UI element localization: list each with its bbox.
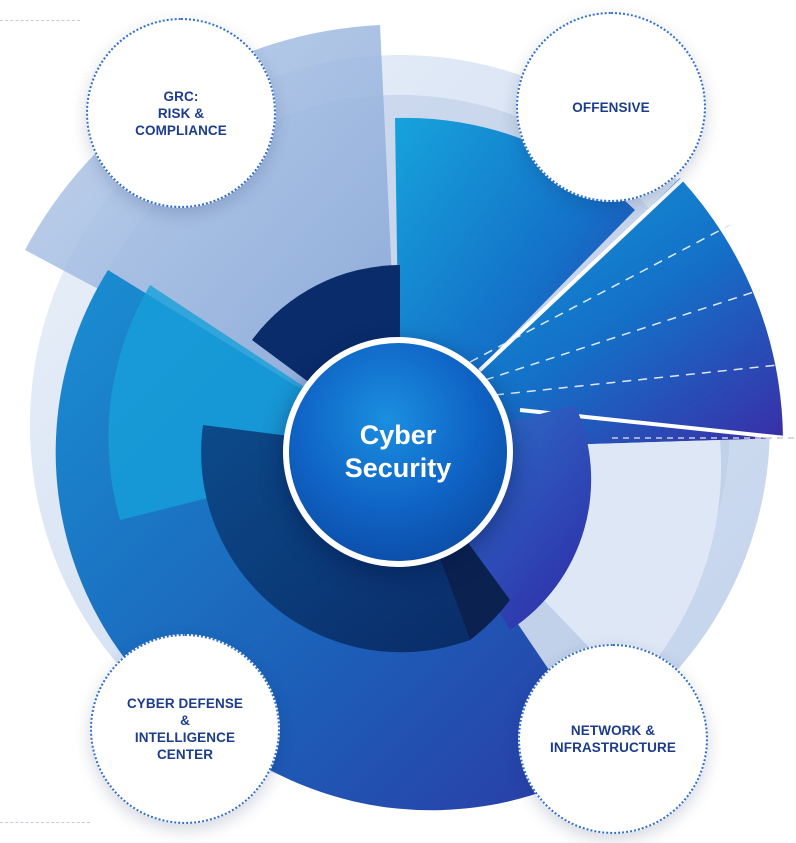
grc-badge: GRC: RISK & COMPLIANCE [86,18,276,208]
right-striped-sector [400,178,783,450]
network-badge: NETWORK & INFRASTRUCTURE [518,644,708,834]
offensive-badge: OFFENSIVE [516,12,706,202]
left-dash-top [0,20,80,21]
network-label: NETWORK & INFRASTRUCTURE [550,723,676,755]
grc-label: GRC: RISK & COMPLIANCE [135,88,227,138]
dashed-divider [469,224,731,363]
defense-label: CYBER DEFENSE & INTELLIGENCE CENTER [126,696,244,762]
left-dash-bottom [0,822,90,823]
center-title: Cyber Security [344,420,452,483]
defense-badge: CYBER DEFENSE & INTELLIGENCE CENTER [90,634,280,824]
offensive-label: OFFENSIVE [572,99,650,115]
center-hub: Cyber Security [283,337,513,567]
dashed-divider [484,289,761,381]
sector-separator [478,174,688,372]
